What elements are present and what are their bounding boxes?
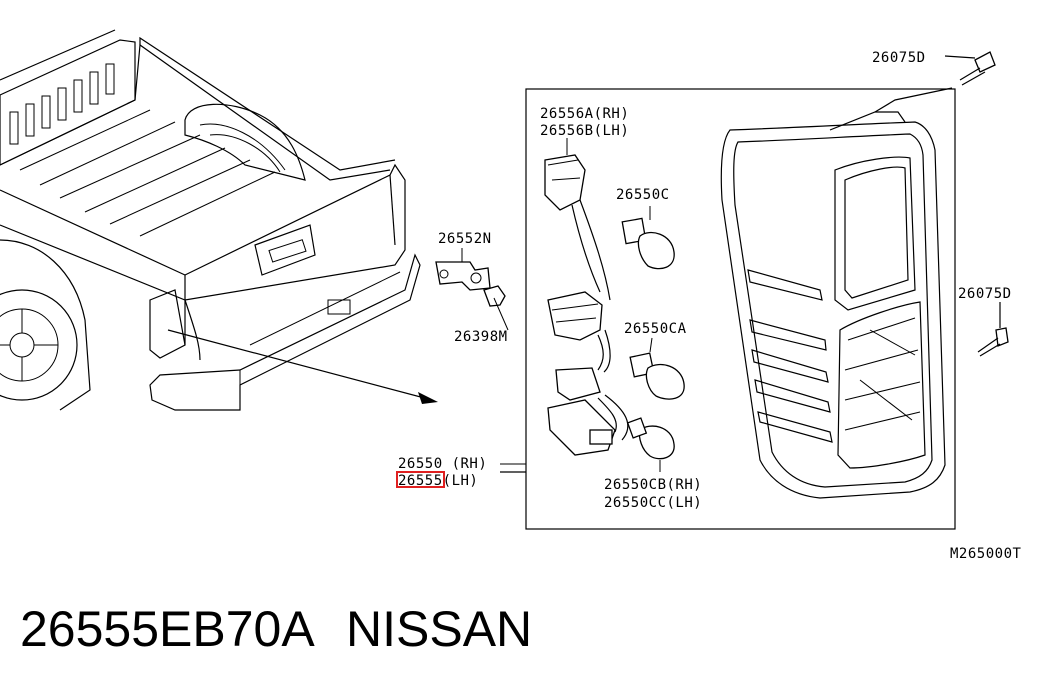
- bulb-26550c: [621, 206, 675, 270]
- label-bracket: 26552N: [438, 231, 492, 247]
- caption-part-number: 26555EB70A: [20, 601, 315, 657]
- bed-slots: [9, 63, 115, 145]
- bolt-26075d-top: [944, 51, 996, 86]
- caption-brand: NISSAN: [346, 601, 532, 657]
- connector: [547, 399, 616, 456]
- clip-26398m: [483, 285, 509, 331]
- label-socket-lh: 26556B(LH): [540, 123, 629, 139]
- bulb-26550cb: [626, 417, 675, 472]
- bolt-26075d-right: [977, 302, 1009, 357]
- assembly-box: [525, 88, 956, 530]
- diagram-code: M265000T: [950, 546, 1022, 562]
- socket-3: [555, 367, 601, 401]
- label-bulb-ca: 26550CA: [624, 321, 687, 337]
- highlight-box: [396, 471, 445, 488]
- label-socket-rh: 26556A(RH): [540, 106, 629, 122]
- label-bulb-cb: 26550CB(RH): [604, 477, 702, 493]
- bulb-26550ca: [629, 337, 685, 400]
- bracket-26552n: [435, 248, 491, 291]
- label-lamp-rh: 26550 (RH): [398, 456, 487, 472]
- callout-arrow-line: [167, 329, 433, 401]
- socket-2: [547, 291, 603, 341]
- label-bulb-cc: 26550CC(LH): [604, 495, 702, 511]
- callout-arrowhead: [418, 392, 438, 404]
- label-bolt-top: 26075D: [872, 50, 926, 66]
- label-bolt-right: 26075D: [958, 286, 1012, 302]
- label-lamp-lh: 26555(LH): [398, 473, 478, 489]
- label-bulb-c: 26550C: [616, 187, 670, 203]
- label-clip: 26398M: [454, 329, 508, 345]
- socket-26556: [544, 138, 586, 211]
- harness-wire-1: [571, 204, 601, 293]
- truck-illustration: [0, 29, 438, 411]
- tail-lamp-assembly: [720, 87, 953, 499]
